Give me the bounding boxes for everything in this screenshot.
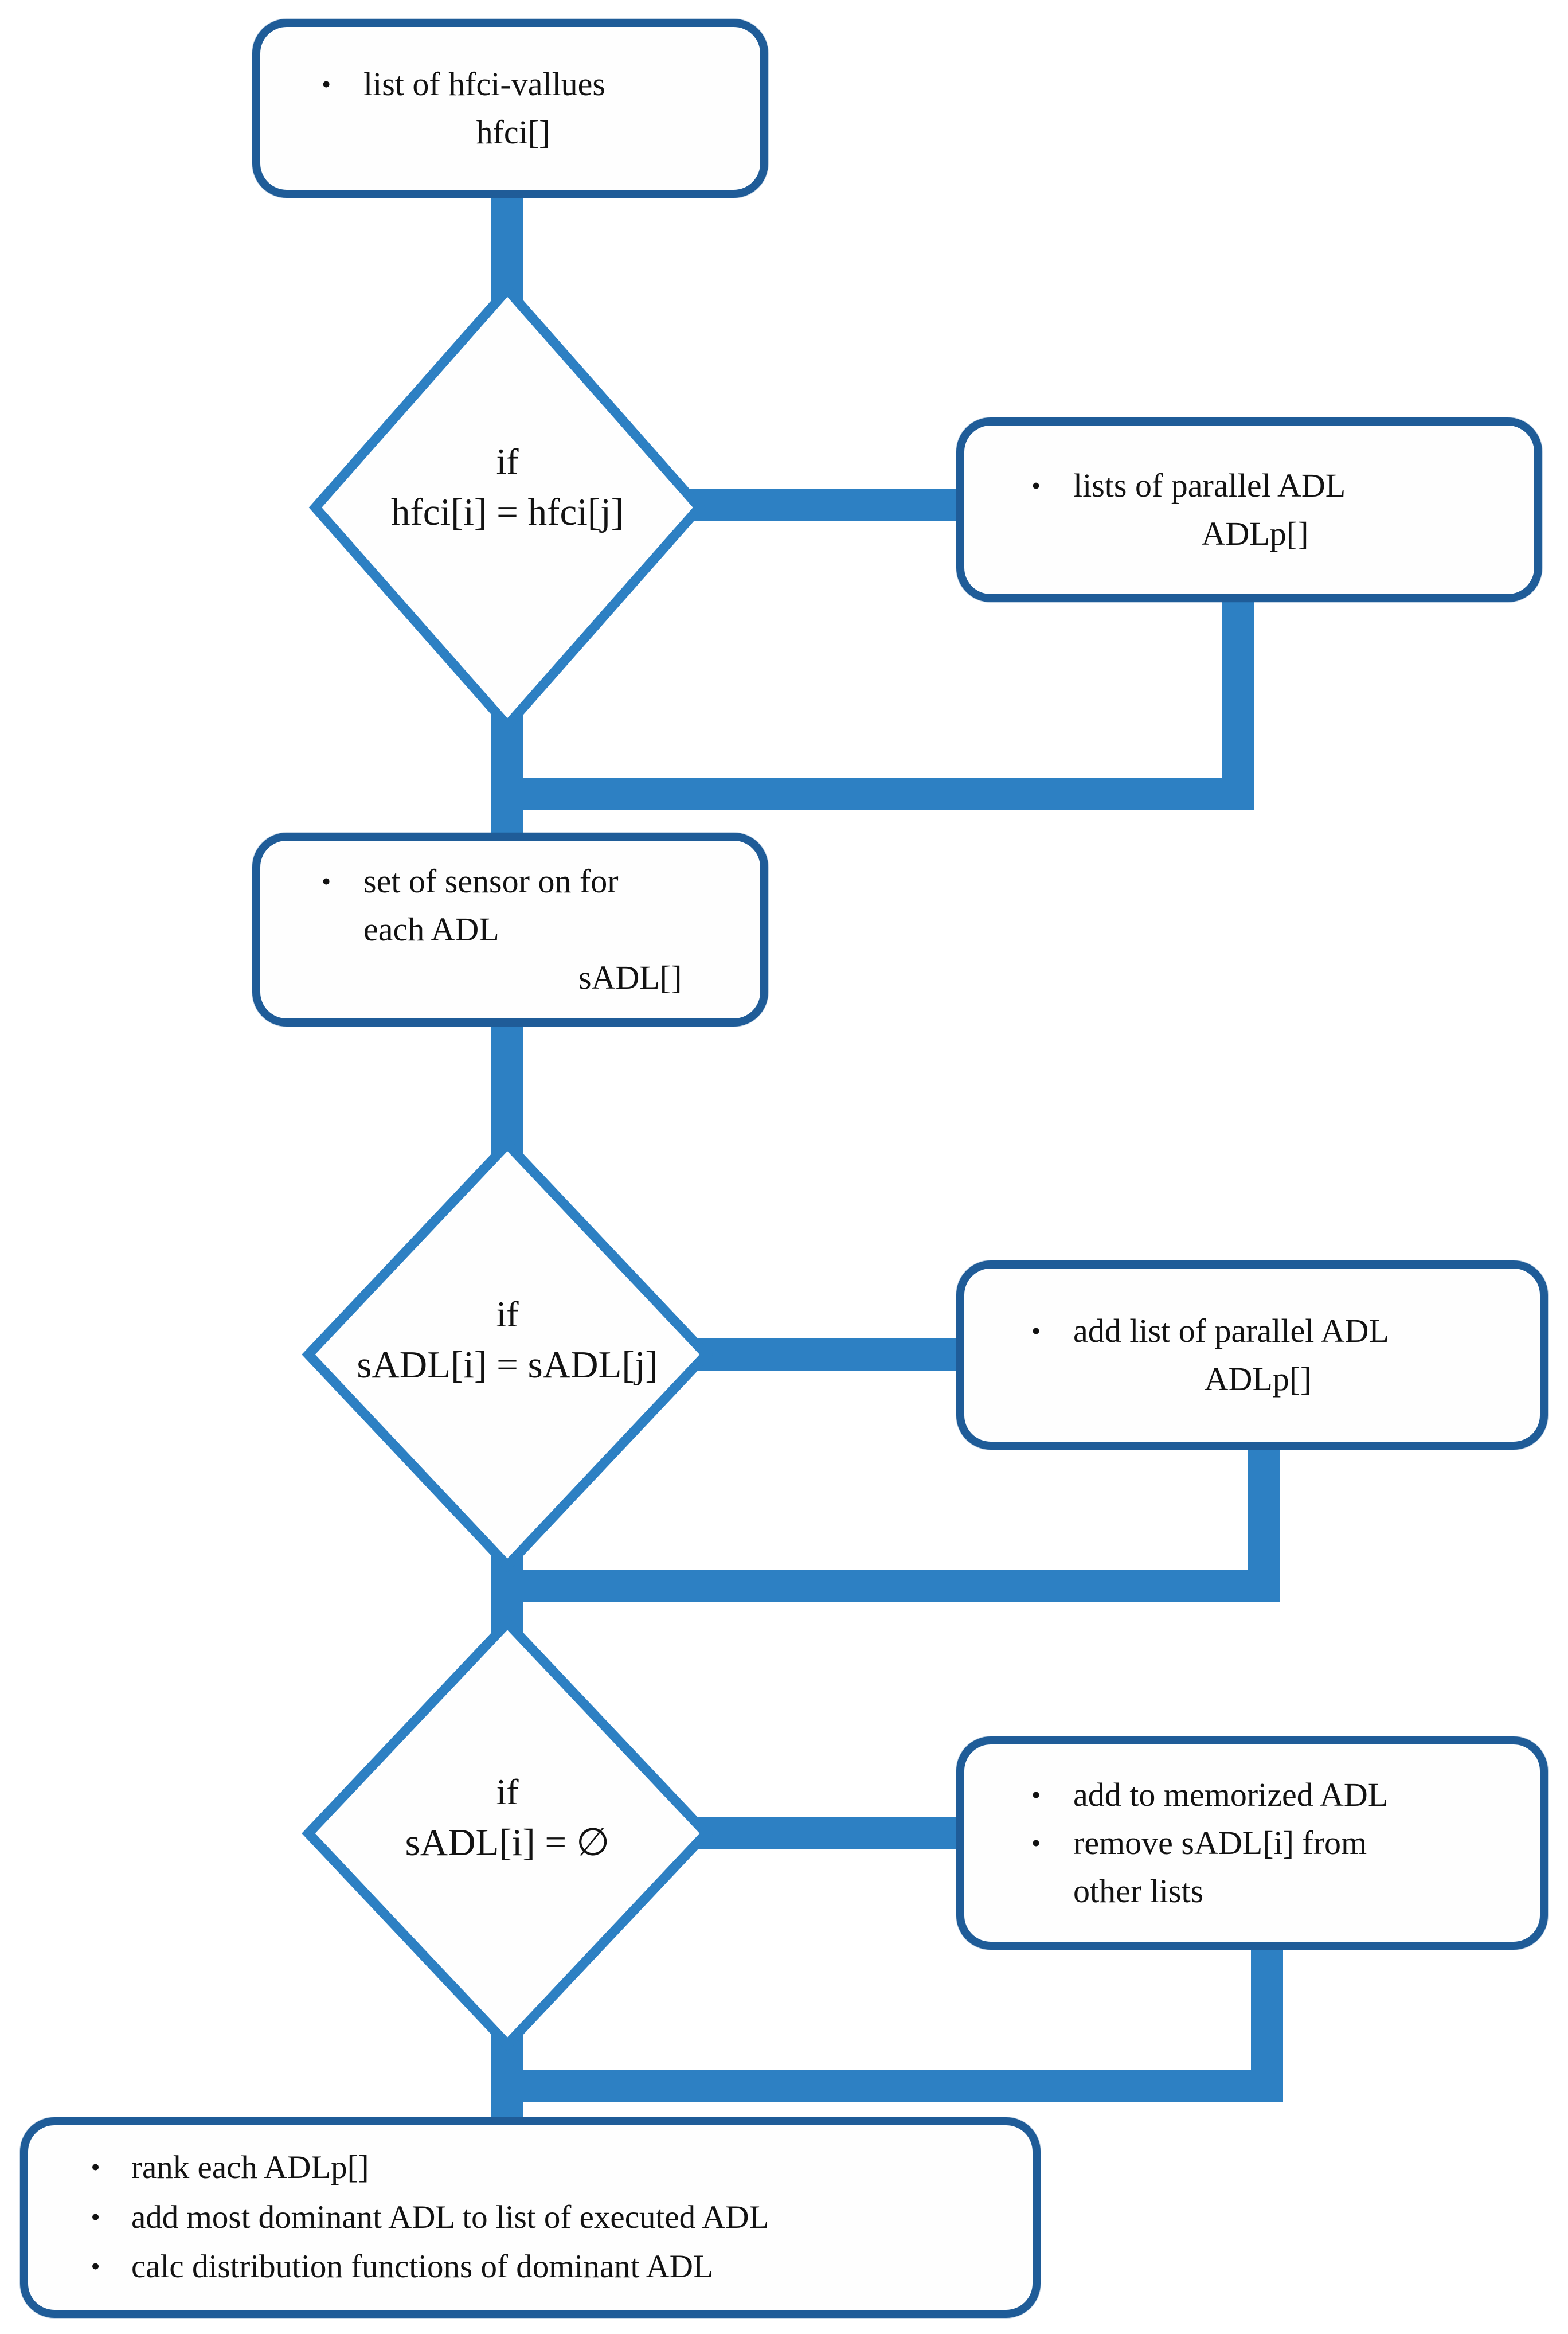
node-final-text-2: add most dominant ADL to list of execute… xyxy=(131,2199,769,2235)
connector-memorized-return xyxy=(505,1941,1283,2102)
node-sensor-set-text: set of sensor on for each ADL xyxy=(363,862,619,948)
node-start-array-label: hfci[] xyxy=(476,114,550,151)
node-final-rank-and-distribute: • rank each ADLp[] • add most dominant A… xyxy=(20,2117,1041,2318)
node-add-parallel-text: add list of parallel ADL xyxy=(1073,1312,1389,1349)
decision3-condition: sADL[i] = ∅ xyxy=(405,1821,610,1864)
node-sensor-set-array-label: sADL[] xyxy=(578,959,682,997)
node-add-parallel-array-label: ADLp[] xyxy=(1204,1360,1312,1398)
node-parallel-lists-array-label: ADLp[] xyxy=(1201,515,1309,553)
node-parallel-adl-lists: • lists of parallel ADL ADLp[] xyxy=(956,417,1542,602)
node-start-hfci-values: • list of hfci-vallues hfci[] xyxy=(252,19,768,198)
bullet-icon: • xyxy=(91,2251,100,2281)
node-final-text-1: rank each ADLp[] xyxy=(131,2149,369,2186)
node-add-parallel-adl-list: • add list of parallel ADL ADLp[] xyxy=(956,1260,1548,1450)
decision2-keyword: if xyxy=(496,1294,519,1335)
decision1-label: if hfci[i] = hfci[j] xyxy=(315,290,699,725)
decision3-keyword: if xyxy=(496,1771,519,1812)
connector-parallel-lists-return xyxy=(505,596,1254,810)
connector-add-parallel-return xyxy=(505,1442,1280,1602)
decision1-diamond xyxy=(308,282,706,733)
node-final-text-3: calc distribution functions of dominant … xyxy=(131,2249,713,2285)
bullet-icon: • xyxy=(1031,1779,1041,1809)
decision1-keyword: if xyxy=(496,440,519,482)
node-memorized-adl: • add to memorized ADL • remove sADL[i] … xyxy=(956,1736,1548,1950)
bullet-icon: • xyxy=(1031,1316,1041,1345)
node-memorized-text-1: add to memorized ADL xyxy=(1073,1775,1389,1813)
node-memorized-text-2: remove sADL[i] from other lists xyxy=(1073,1824,1367,1910)
decision2-condition: sADL[i] = sADL[j] xyxy=(357,1344,658,1387)
node-start-text: list of hfci-vallues xyxy=(363,65,606,103)
bullet-icon: • xyxy=(1031,470,1041,500)
bullet-icon: • xyxy=(1031,1828,1041,1857)
bullet-icon: • xyxy=(91,2152,100,2182)
decision3-diamond xyxy=(302,1615,713,2052)
bullet-icon: • xyxy=(91,2202,100,2231)
bullet-icon: • xyxy=(321,69,331,99)
decision1-condition: hfci[i] = hfci[j] xyxy=(390,490,624,533)
decision2-label: if sADL[i] = sADL[j] xyxy=(308,1144,706,1566)
node-parallel-lists-text: lists of parallel ADL xyxy=(1073,466,1346,504)
bullet-icon: • xyxy=(321,866,331,896)
decision2-diamond xyxy=(302,1137,713,1573)
node-sensor-set: • set of sensor on for each ADL sADL[] xyxy=(252,833,768,1027)
decision3-label: if sADL[i] = ∅ xyxy=(308,1623,706,2044)
